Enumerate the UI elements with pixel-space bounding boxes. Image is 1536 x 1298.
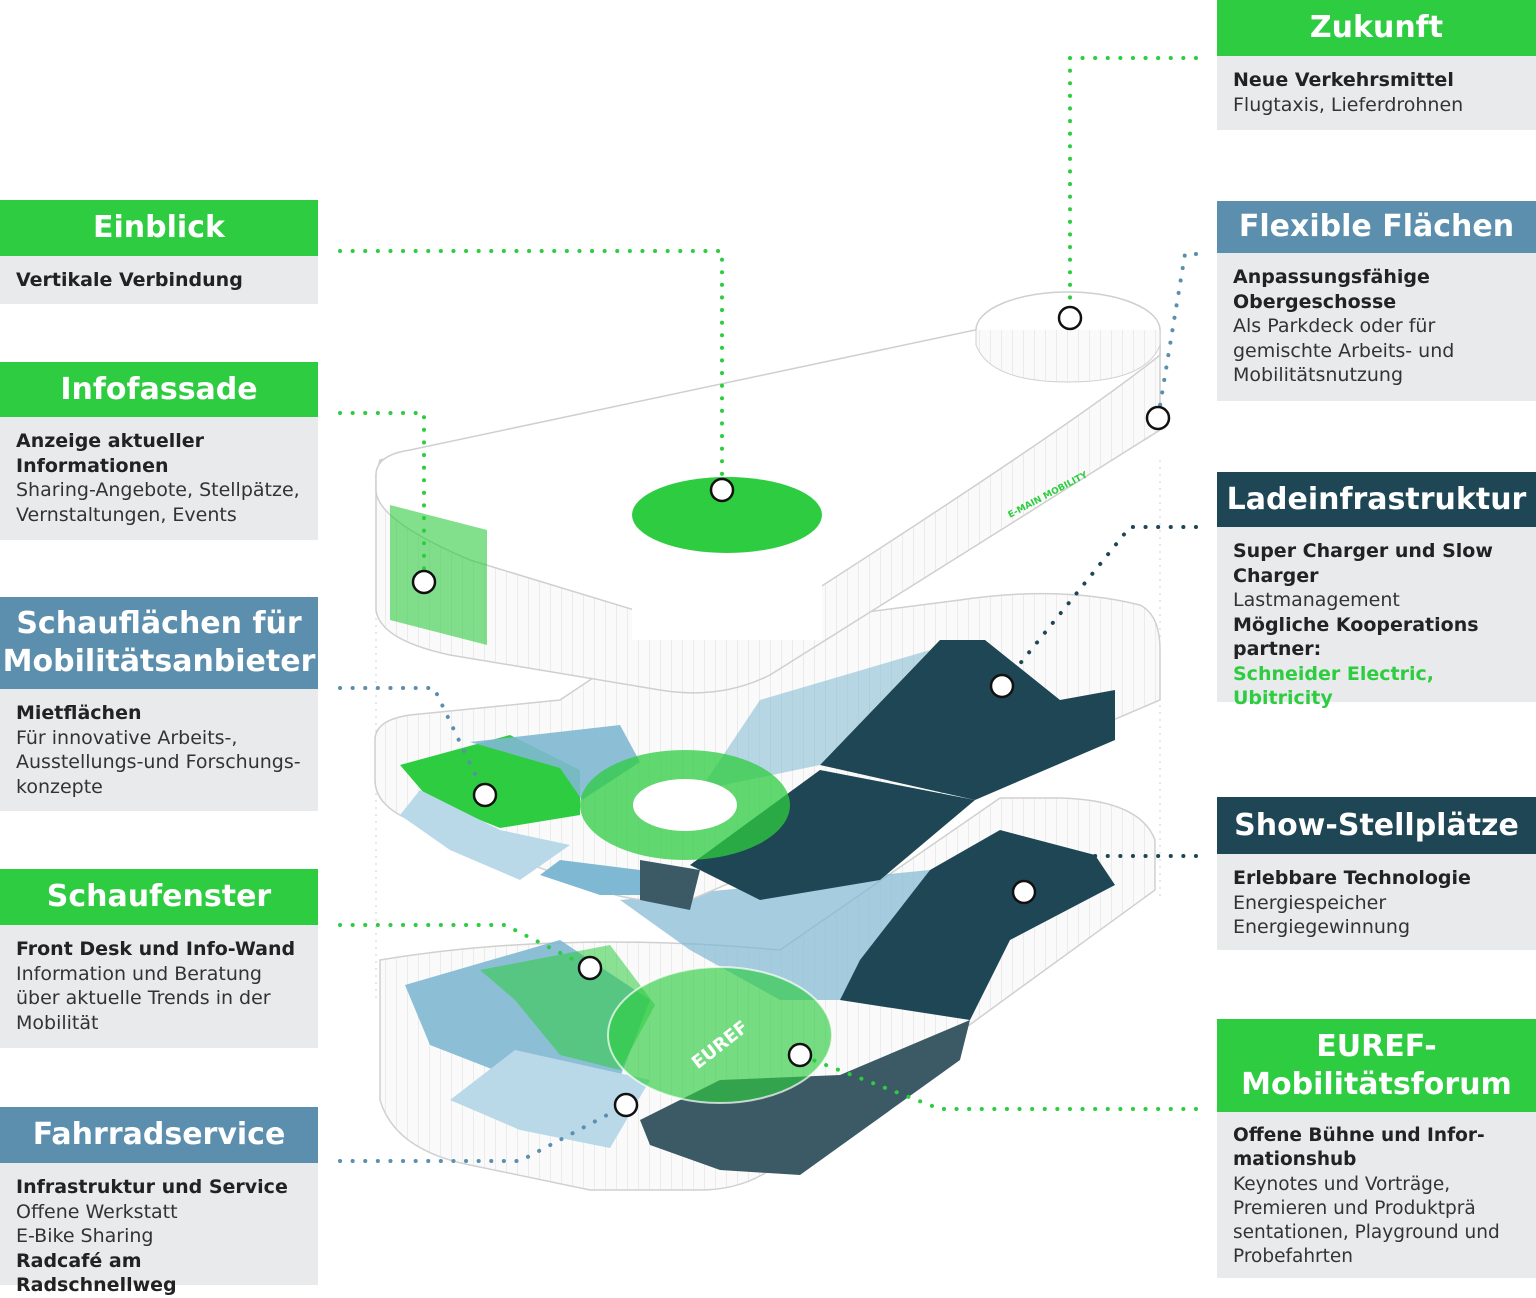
card-fahrradservice: Fahrradservice Infrastruktur und Service… (0, 1107, 318, 1296)
card-body: Anzeige aktueller Informationen Sharing-… (0, 417, 318, 540)
card-body: Super Charger und Slow Charger Lastmanag… (1217, 527, 1536, 709)
card-title: Infofassade (0, 362, 318, 417)
card-body: Front Desk und Info-Wand Information und… (0, 925, 318, 1048)
card-einblick: Einblick Vertikale Verbindung (0, 200, 318, 304)
card-title: Schaufenster (0, 869, 318, 925)
card-body: Anpassungsfähige Obergeschosse Als Parkd… (1217, 253, 1536, 401)
card-schaufenster: Schaufenster Front Desk und Info-Wand In… (0, 869, 318, 1048)
card-zukunft: Zukunft Neue Verkehrsmittel Flugtaxis, L… (1217, 0, 1536, 130)
hotspot-fahrradservice (613, 1092, 639, 1118)
top-floor (375, 291, 1161, 694)
card-title: Fahrradservice (0, 1107, 318, 1163)
card-title: Flexible Flächen (1217, 201, 1536, 253)
card-body: Erlebbare Technologie Energiespeicher En… (1217, 854, 1536, 950)
hotspot-ladeinfrastruktur (989, 673, 1015, 699)
ground-floor (379, 797, 1156, 1191)
card-ladeinfrastruktur: Ladeinfrastruktur Super Charger und Slow… (1217, 472, 1536, 709)
card-body: Mietflächen Für innovative Arbeits-, Aus… (0, 689, 318, 811)
card-euref-mobilitaetsforum: EUREF- Mobilitätsforum Offene Bühne und … (1217, 1019, 1536, 1278)
card-title: Einblick (0, 200, 318, 256)
hotspot-infofassade (411, 569, 437, 595)
card-flexible-flaechen: Flexible Flächen Anpassungsfähige Oberge… (1217, 201, 1536, 401)
card-schauflaechen: Schauflächen für Mobilitätsanbieter Miet… (0, 597, 318, 811)
card-title: Show-Stellplätze (1217, 797, 1536, 854)
hotspot-euref (787, 1042, 813, 1068)
hotspot-show-stellplaetze (1011, 879, 1037, 905)
hotspots (411, 305, 1171, 1118)
card-show-stellplaetze: Show-Stellplätze Erlebbare Technologie E… (1217, 797, 1536, 950)
card-title: Ladeinfrastruktur (1217, 472, 1536, 527)
hotspot-schauflaechen (472, 782, 498, 808)
card-infofassade: Infofassade Anzeige aktueller Informatio… (0, 362, 318, 540)
hotspot-zukunft (1057, 305, 1083, 331)
card-title: Schauflächen für Mobilitätsanbieter (0, 597, 318, 689)
hotspot-flexible-flaechen (1145, 405, 1171, 431)
card-body: Neue Verkehrsmittel Flugtaxis, Lieferdro… (1217, 56, 1536, 130)
middle-floor (374, 592, 1161, 910)
card-body: Infrastruktur und Service Offene Werksta… (0, 1163, 318, 1296)
card-body: Vertikale Verbindung (0, 256, 318, 304)
hotspot-einblick (709, 477, 735, 503)
card-title: Zukunft (1217, 0, 1536, 56)
leader-lines (338, 56, 1198, 1163)
hotspot-schaufenster (577, 955, 603, 981)
card-body: Offene Bühne und Infor- mationshub Keyno… (1217, 1112, 1536, 1278)
card-title: EUREF- Mobilitätsforum (1217, 1019, 1536, 1112)
